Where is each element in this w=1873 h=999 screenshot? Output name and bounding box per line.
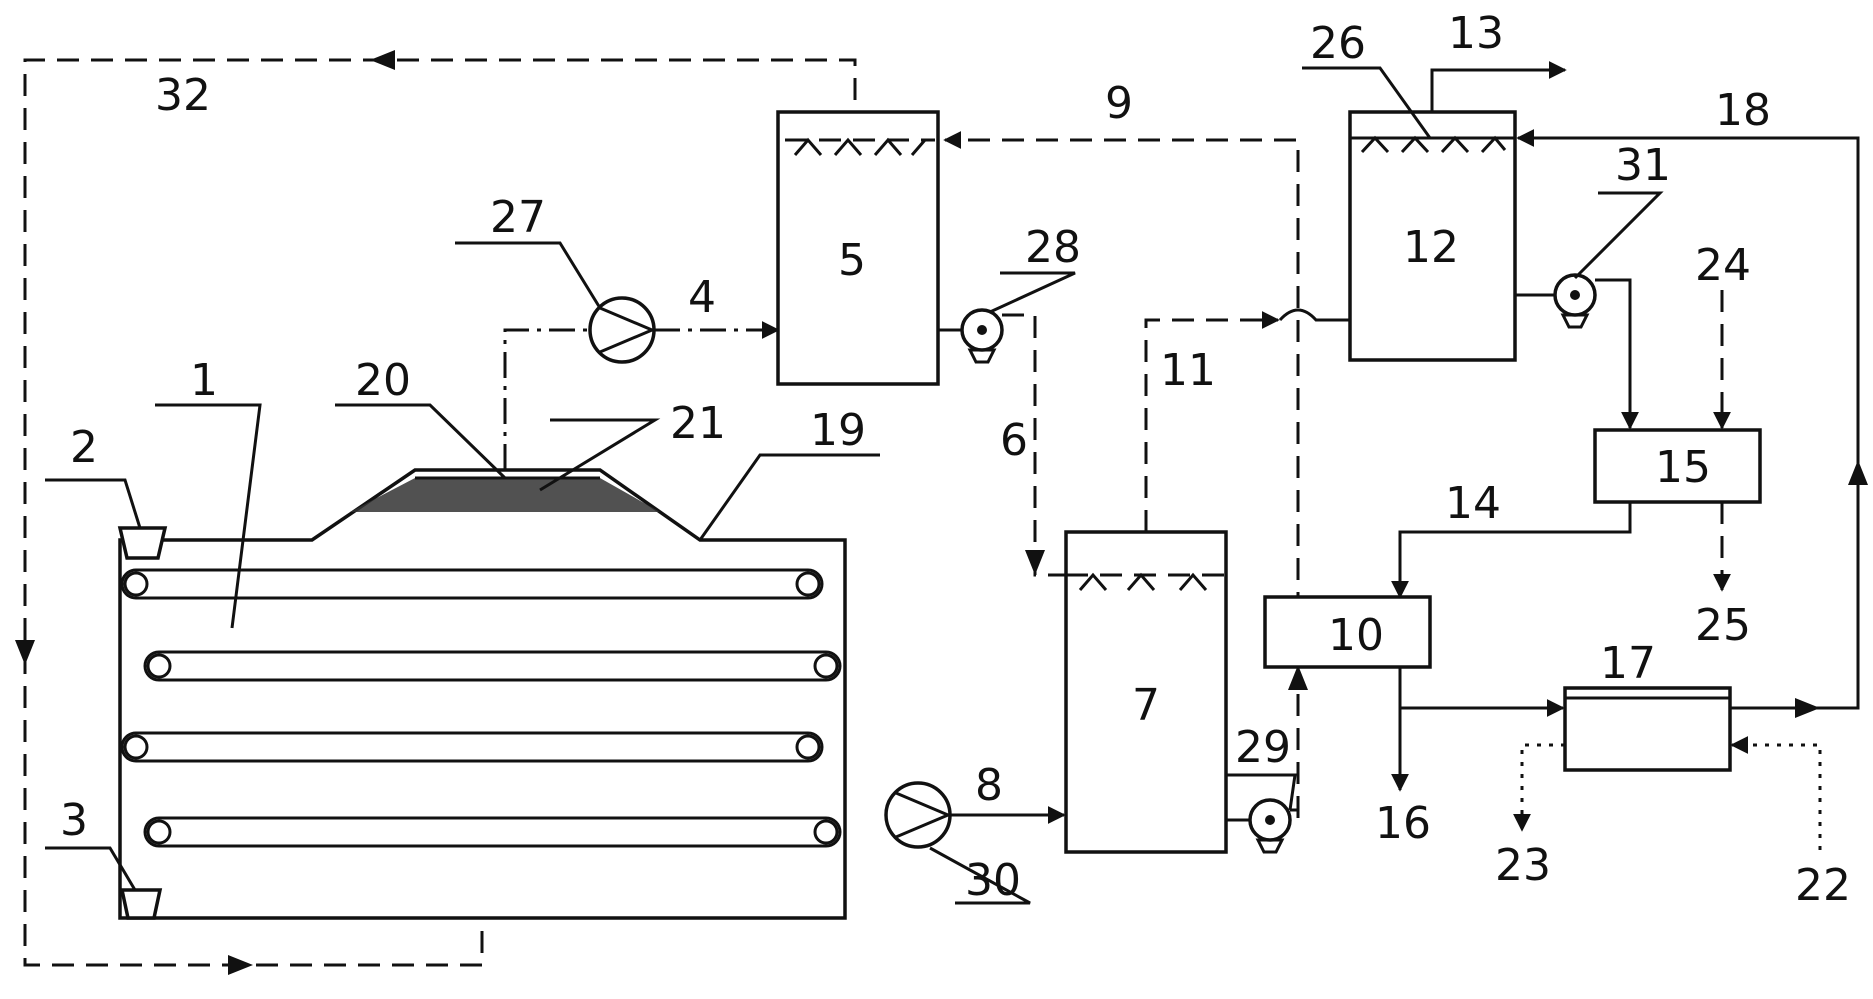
label-21: 21: [670, 398, 726, 449]
pump29-out: [1290, 665, 1300, 812]
label-24: 24: [1695, 240, 1751, 291]
conveyor-belt-1: [120, 568, 824, 600]
label-32: 32: [155, 70, 211, 121]
tank-12: [1348, 110, 1517, 362]
conveyor-belt-3: [120, 731, 824, 763]
crossover: [1278, 308, 1350, 322]
label-4: 4: [688, 272, 716, 323]
line-22: [1730, 736, 1822, 850]
label-5: 5: [838, 235, 866, 286]
label-16: 16: [1375, 798, 1431, 849]
label-30: 30: [965, 855, 1021, 906]
label-14: 14: [1445, 478, 1501, 529]
gas-line-4a: [503, 328, 590, 470]
media-layer-21: [350, 478, 660, 512]
label-11: 11: [1160, 345, 1216, 396]
tank-7: [1064, 530, 1228, 854]
pump-31: [1515, 273, 1597, 329]
conveyor-belt-4: [143, 816, 842, 848]
leader-lines: [45, 66, 1664, 905]
label-19: 19: [810, 405, 866, 456]
label-26: 26: [1310, 18, 1366, 69]
label-6: 6: [1000, 415, 1028, 466]
inlet-hopper-2: [117, 526, 168, 560]
label-7: 7: [1132, 680, 1160, 731]
label-10: 10: [1328, 610, 1384, 661]
line-18: [1516, 129, 1860, 710]
unit-15: [1593, 428, 1762, 504]
label-31: 31: [1615, 140, 1671, 191]
label-27: 27: [490, 192, 546, 243]
main-reactor: [117, 468, 847, 920]
label-29: 29: [1235, 722, 1291, 773]
label-3: 3: [60, 795, 88, 846]
pump31-out: [1595, 278, 1639, 430]
label-12: 12: [1403, 222, 1459, 273]
unit-17: [1563, 686, 1732, 772]
outlet-13: [1430, 61, 1567, 112]
label-2: 2: [70, 422, 98, 473]
label-13: 13: [1448, 8, 1504, 59]
line-6: [1002, 313, 1068, 577]
label-18: 18: [1715, 85, 1771, 136]
label-17: 17: [1600, 638, 1656, 689]
label-1: 1: [190, 355, 218, 406]
label-28: 28: [1025, 222, 1081, 273]
spray-line-9: [943, 131, 1300, 818]
label-25: 25: [1695, 600, 1751, 651]
label-20: 20: [355, 355, 411, 406]
recirculation-line-32: [15, 50, 857, 975]
conveyor-belt-2: [143, 650, 842, 682]
label-8: 8: [975, 760, 1003, 811]
pump-29: [1226, 798, 1292, 854]
pump-28: [938, 308, 1004, 364]
label-23: 23: [1495, 840, 1551, 891]
scrubber-tank-5: [776, 110, 940, 386]
number-labels: 1 2 3 4 5 6 7 8 9 10 11 12 13 14 15 16 1…: [60, 8, 1851, 911]
pump-30: [884, 781, 952, 849]
line-14: [1391, 502, 1632, 599]
line-23: [1513, 743, 1565, 832]
label-15: 15: [1655, 442, 1711, 493]
label-9: 9: [1105, 78, 1133, 129]
line-11: [1144, 311, 1280, 532]
exchanger-10: [1263, 595, 1432, 669]
label-22: 22: [1795, 860, 1851, 911]
outlet-hopper-3: [119, 888, 163, 920]
